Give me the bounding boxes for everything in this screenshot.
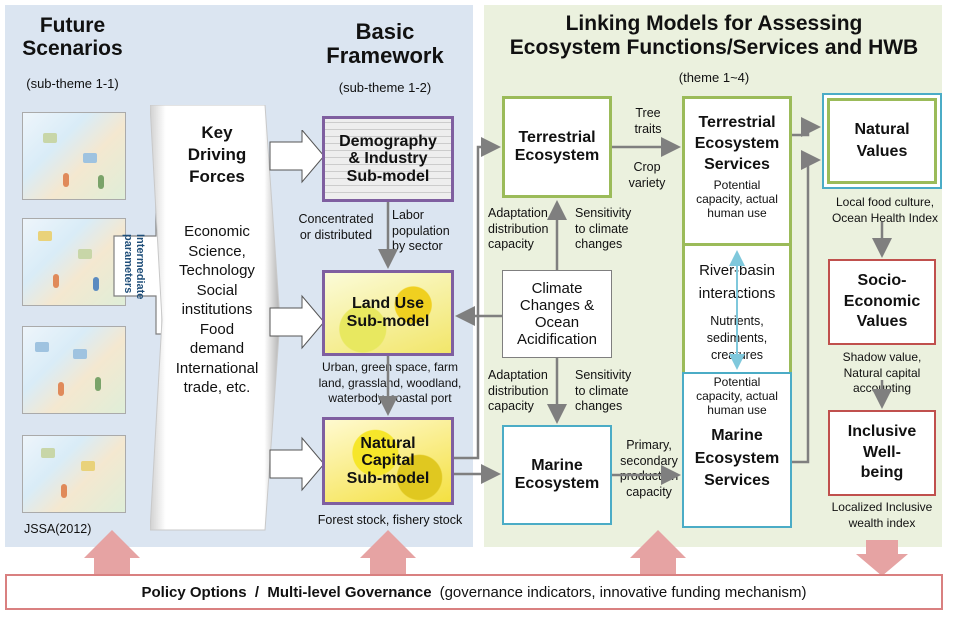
key-driving-forces-title: Key Driving Forces <box>187 123 247 187</box>
local-food-label: Local food culture, Ocean Health Index <box>831 195 939 225</box>
marine-ecosystem-box: Marine Ecosystem <box>502 425 612 525</box>
adaptation-bottom-label: Adaptation distribution capacity <box>488 368 549 414</box>
basic-framework-title: Basic Framework <box>326 19 444 69</box>
linking-models-title: Linking Models for Assessing Ecosystem F… <box>509 12 919 60</box>
marine-services-box: Potential capacity, actual human use Mar… <box>682 372 792 528</box>
forest-stock-label: Forest stock, fishery stock <box>317 513 463 527</box>
linking-models-subtitle: (theme 1~4) <box>678 70 750 85</box>
terrestrial-ecosystem-box: Terrestrial Ecosystem <box>502 96 612 198</box>
crop-variety-label: Crop variety <box>628 160 666 190</box>
inclusive-wellbeing-box: Inclusive Well- being <box>828 410 936 496</box>
jssa-label: JSSA(2012) <box>24 522 92 536</box>
scenario-illustration-4 <box>22 435 126 513</box>
socio-economic-box: Socio- Economic Values <box>828 259 936 345</box>
primary-production-label: Primary, secondary production capacity <box>619 438 679 499</box>
demography-submodel: Demography & Industry Sub-model <box>322 116 454 202</box>
scenario-illustration-1 <box>22 112 126 200</box>
shadow-value-label: Shadow value, Natural capital accounting <box>842 350 922 396</box>
natural-capital-submodel: Natural Capital Sub-model <box>322 417 454 505</box>
key-driving-forces-list: Economic Science, Technology Social inst… <box>175 223 259 396</box>
river-basin-box: River-basin interactions Nutrients, sedi… <box>682 246 792 372</box>
climate-box: Climate Changes & Ocean Acidification <box>502 270 612 358</box>
sensitivity-bottom-label: Sensitivity to climate changes <box>575 368 632 414</box>
policy-bar: Policy Options / Multi-level Governance … <box>5 574 943 610</box>
basic-framework-subtitle: (sub-theme 1-2) <box>338 80 432 95</box>
scenario-illustration-2 <box>22 218 126 306</box>
adaptation-top-label: Adaptation distribution capacity <box>488 206 549 252</box>
tree-traits-label: Tree traits <box>634 106 662 136</box>
future-scenarios-title: Future Scenarios <box>22 14 123 61</box>
terrestrial-services-box: Terrestrial Ecosystem Services Potential… <box>682 96 792 246</box>
localized-wealth-label: Localized Inclusive wealth index <box>831 500 933 530</box>
policy-detail: (governance indicators, innovative fundi… <box>439 583 807 601</box>
land-use-submodel: Land Use Sub-model <box>322 270 454 356</box>
concentrated-label: Concentrated or distributed <box>298 212 374 242</box>
future-scenarios-subtitle: (sub-theme 1-1) <box>26 76 119 91</box>
labor-label: Labor population by sector <box>392 208 450 254</box>
sensitivity-top-label: Sensitivity to climate changes <box>575 206 632 252</box>
driving-arrows <box>269 130 325 492</box>
land-use-caption: Urban, green space, farm land, grassland… <box>318 360 462 406</box>
key-driving-forces-chevron <box>150 105 281 531</box>
policy-title: Policy Options / Multi-level Governance <box>141 583 432 601</box>
scenario-illustration-3 <box>22 326 126 414</box>
natural-values-box: Natural Values <box>822 93 942 189</box>
intermediate-parameters-label: Intermediate parameters <box>122 234 147 300</box>
